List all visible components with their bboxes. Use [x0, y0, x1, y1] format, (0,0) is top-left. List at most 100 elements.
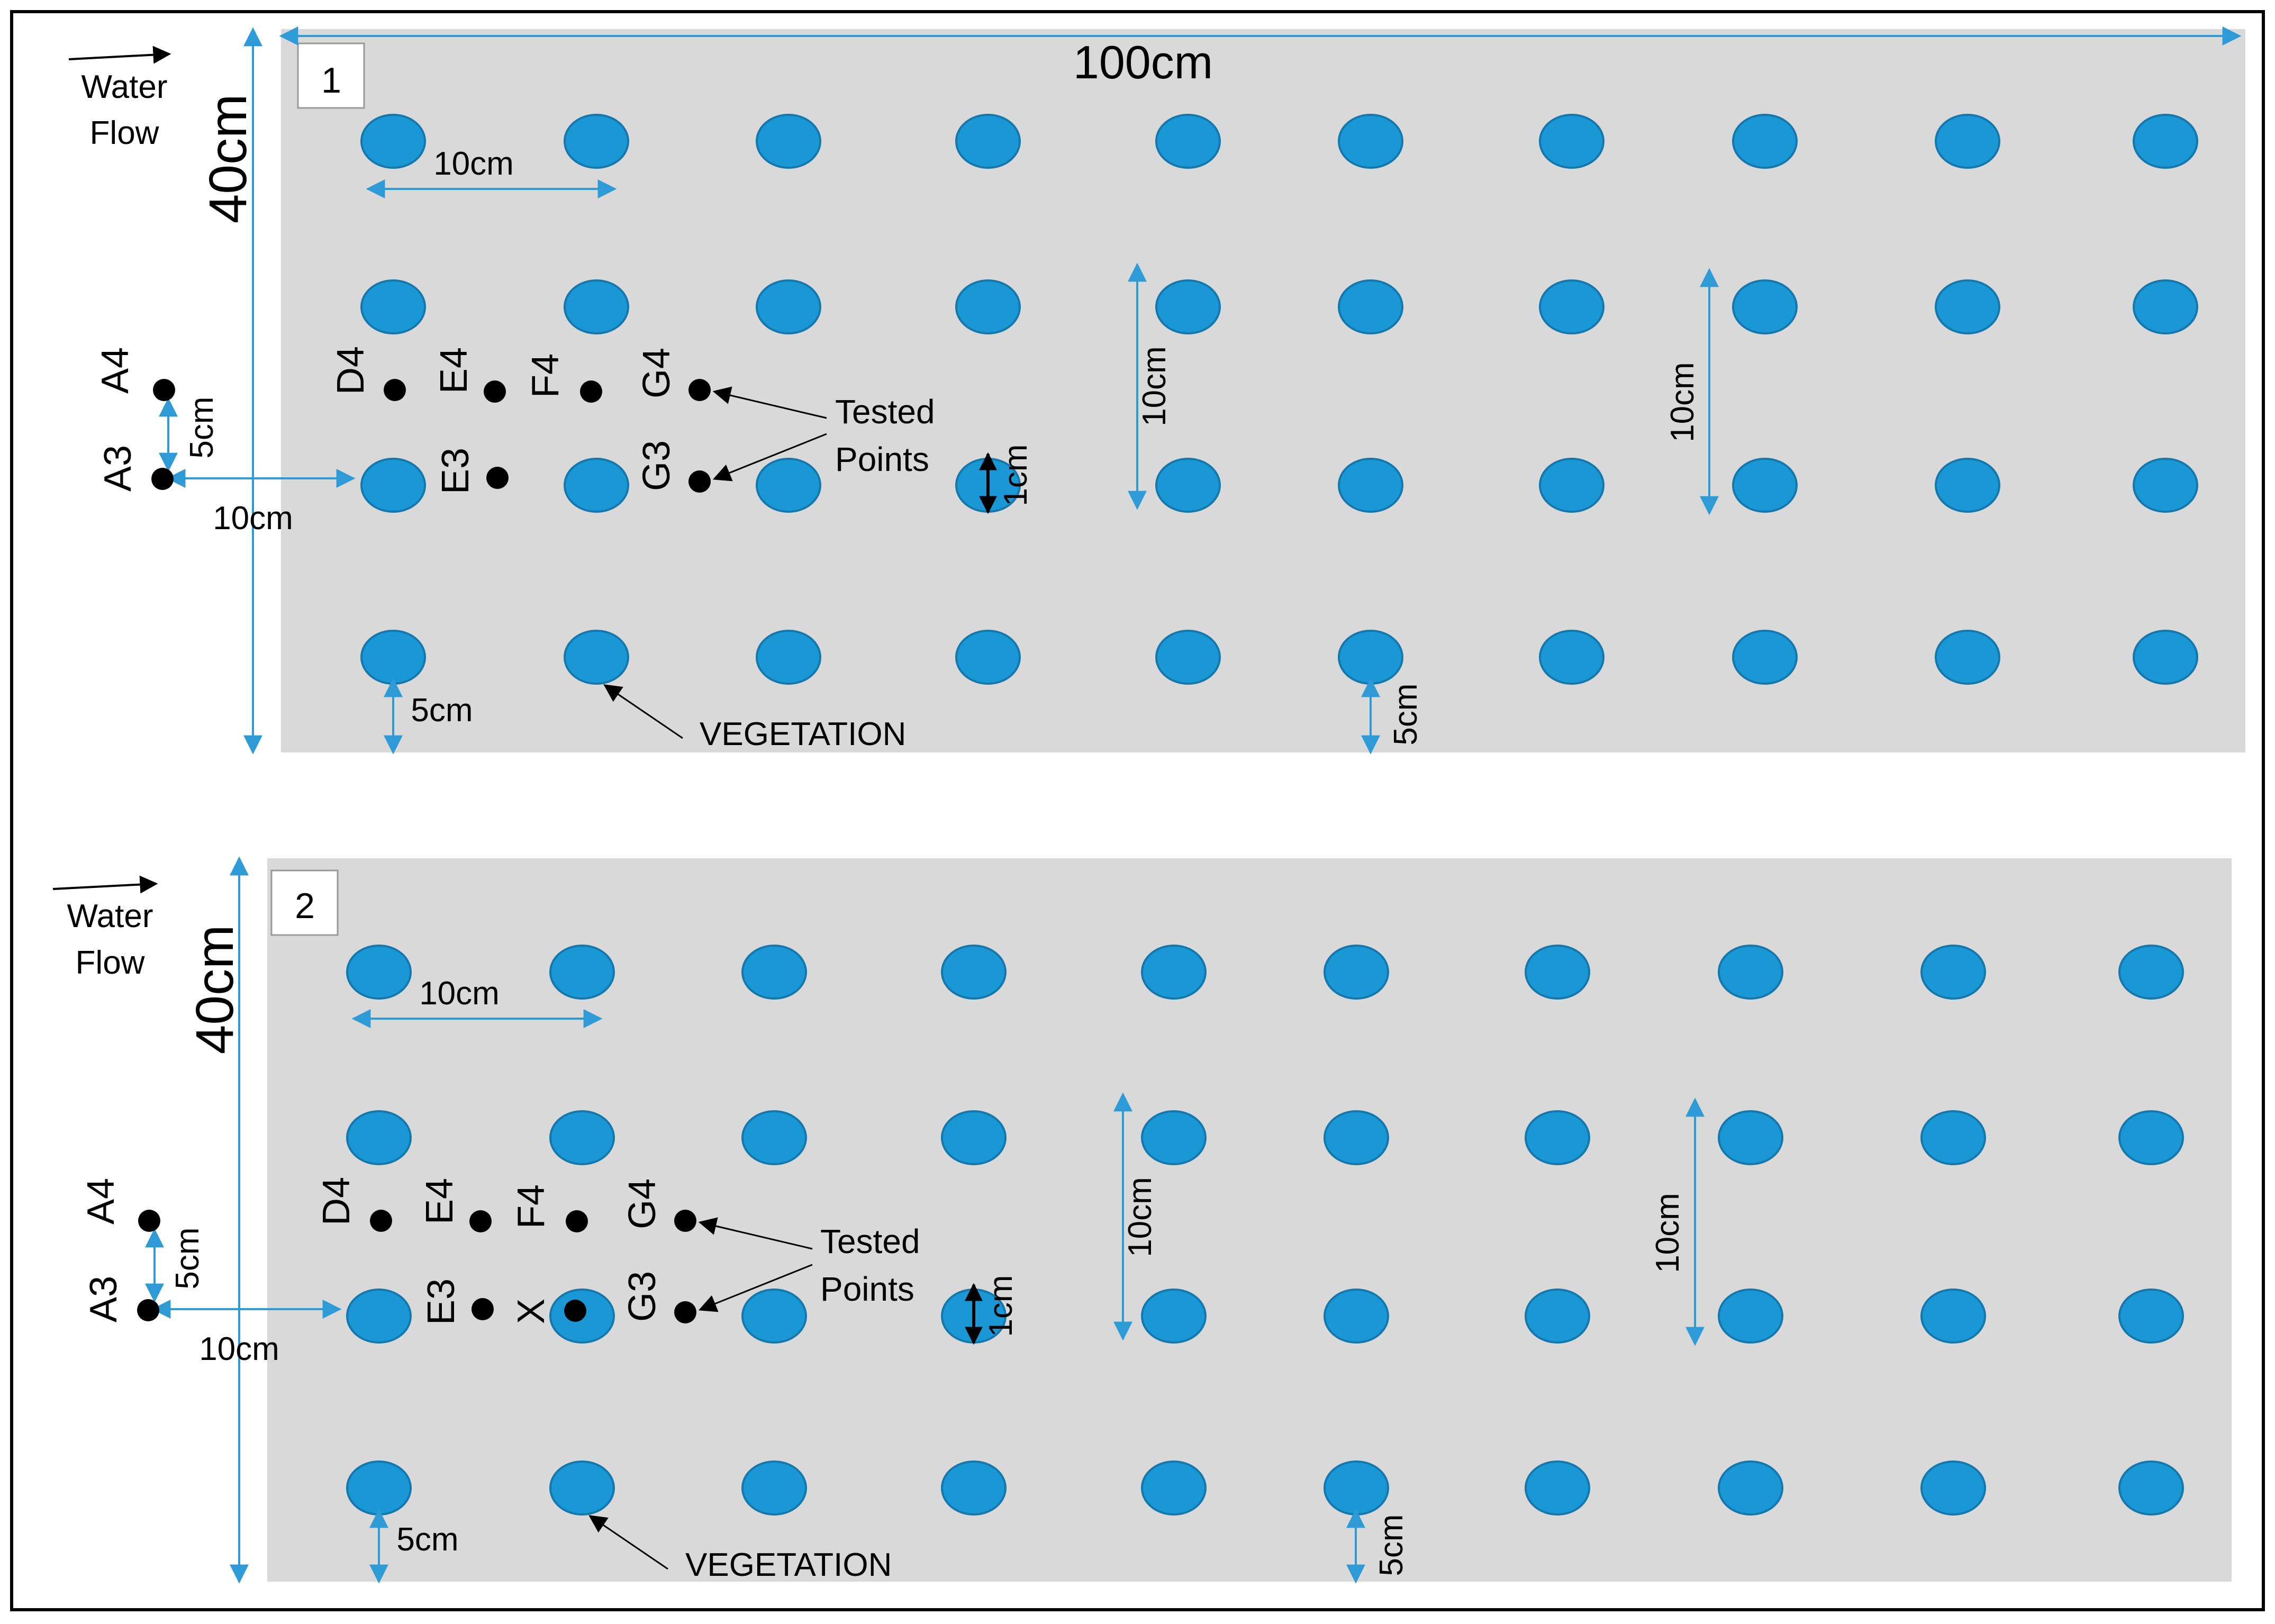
vertical-spacing-label-1: 10cm	[1136, 346, 1173, 427]
vegetation-stem	[549, 945, 615, 1000]
vegetation-stem	[360, 114, 426, 169]
tested-point-g3	[688, 470, 711, 493]
tested-point-a4	[138, 1210, 160, 1232]
vegetation-stem	[1539, 114, 1605, 169]
width-label: 40cm	[185, 925, 244, 1055]
inlet-offset-label: 10cm	[199, 1331, 279, 1367]
panel-1: 1 Water Flow 100cm 40cm 10cm 10cm 5cm 5c…	[68, 26, 2245, 755]
tested-point-a3	[151, 468, 174, 490]
vegetation-stem	[2118, 1460, 2184, 1516]
vegetation-stem	[1920, 945, 1986, 1000]
point-label-g3: G3	[621, 1271, 664, 1322]
vegetation-stem	[2118, 1289, 2184, 1344]
vegetation-stem	[564, 279, 629, 334]
vegetation-stem	[360, 458, 426, 513]
tested-points-pointer-lower	[698, 1264, 813, 1312]
tested-point-e3	[472, 1298, 494, 1320]
vegetation-stem	[1935, 279, 2000, 334]
tested-point-g3	[674, 1301, 696, 1323]
tested-point-d4	[384, 379, 406, 401]
vegetation-stem	[955, 279, 1021, 334]
panel-2: 2 Water Flow 40cm 10cm 10cm 5cm 5cm 5cm …	[52, 856, 2232, 1584]
vegetation-stem	[1718, 1289, 1783, 1344]
inlet-offset-label: 10cm	[213, 500, 293, 537]
point-label-g3: G3	[636, 440, 678, 491]
vegetation-stem	[1732, 114, 1798, 169]
point-label-a3: A3	[97, 445, 139, 492]
vegetation-stem	[1338, 458, 1403, 513]
bottom-offset-label-left: 5cm	[411, 692, 473, 729]
tested-point-e4	[484, 380, 506, 403]
stem-diameter-label: 1cm	[998, 444, 1034, 506]
panel-label-box	[297, 42, 365, 109]
vegetation-stem	[2133, 630, 2198, 685]
water-flow-arrow	[52, 875, 158, 894]
vegetation-stem	[1732, 630, 1798, 685]
vegetation-stem	[2133, 279, 2198, 334]
vegetation-stem	[1539, 279, 1605, 334]
point-label-e3: E3	[434, 448, 477, 494]
vegetation-stem	[1324, 1460, 1389, 1516]
point-label-g4: G4	[636, 348, 678, 398]
vegetation-stem	[1141, 1289, 1207, 1344]
vegetation-stem	[1155, 458, 1221, 513]
point-label-a4: A4	[94, 347, 137, 394]
vegetation-stem	[1525, 1110, 1590, 1165]
vegetation-stem	[756, 458, 821, 513]
vegetation-stem	[1155, 114, 1221, 169]
vegetation-stem	[1338, 279, 1403, 334]
panel-label: 1	[321, 60, 341, 101]
tested-point-a3	[137, 1299, 159, 1321]
vegetation-stem	[1935, 114, 2000, 169]
vegetation-stem	[1155, 630, 1221, 685]
tested-point-e4	[469, 1210, 492, 1232]
vegetation-stem	[346, 1110, 412, 1165]
point-label-a4: A4	[80, 1178, 122, 1224]
tested-point-f4	[580, 380, 602, 403]
tested-point-x	[564, 1300, 586, 1322]
vegetation-stem	[1525, 945, 1590, 1000]
vegetation-stem	[549, 1110, 615, 1165]
vegetation-stem	[1141, 1110, 1207, 1165]
vegetation-stem	[360, 630, 426, 685]
vegetation-stem	[1920, 1289, 1986, 1344]
tested-point-a4	[153, 379, 175, 401]
vegetation-stem	[1920, 1110, 1986, 1165]
vegetation-stem	[2133, 114, 2198, 169]
vegetation-stem	[564, 630, 629, 685]
stem-diameter-label: 1cm	[983, 1275, 1019, 1337]
vegetation-stem	[1732, 458, 1798, 513]
vegetation-stem	[941, 1110, 1007, 1165]
vegetation-stem	[1141, 1460, 1207, 1516]
tested-points-label-line2: Points	[820, 1270, 914, 1308]
vertical-spacing-label-1: 10cm	[1122, 1177, 1158, 1257]
tested-point-e3	[486, 467, 509, 489]
vegetation-stem	[1539, 630, 1605, 685]
vegetation-pointer	[588, 1515, 668, 1570]
vegetation-label: VEGETATION	[700, 716, 906, 752]
vegetation-stem	[1141, 945, 1207, 1000]
row-offset-label: 5cm	[169, 1227, 206, 1289]
vegetation-label: VEGETATION	[685, 1547, 892, 1583]
vegetation-stem	[1718, 1110, 1783, 1165]
bottom-offset-label-right: 5cm	[1388, 683, 1424, 745]
vegetation-stem	[955, 114, 1021, 169]
water-flow-label-line2: Flow	[90, 115, 159, 151]
horizontal-spacing-label: 10cm	[433, 146, 514, 182]
vegetation-stem	[1718, 1460, 1783, 1516]
tested-points-label-line1: Tested	[835, 393, 935, 431]
tested-point-f4	[566, 1210, 588, 1232]
point-label-e4: E4	[433, 347, 475, 394]
vegetation-stem	[1732, 279, 1798, 334]
vegetation-grid	[360, 114, 2198, 685]
bottom-offset-label-left: 5cm	[396, 1521, 458, 1558]
vegetation-stem	[1338, 630, 1403, 685]
vegetation-stem	[756, 114, 821, 169]
vegetation-stem	[741, 1460, 807, 1516]
tested-points-pointer-upper	[698, 1217, 813, 1250]
water-flow-label-line1: Water	[81, 69, 167, 105]
vegetation-stem	[941, 1460, 1007, 1516]
vegetation-stem	[1525, 1289, 1590, 1344]
vegetation-stem	[360, 279, 426, 334]
